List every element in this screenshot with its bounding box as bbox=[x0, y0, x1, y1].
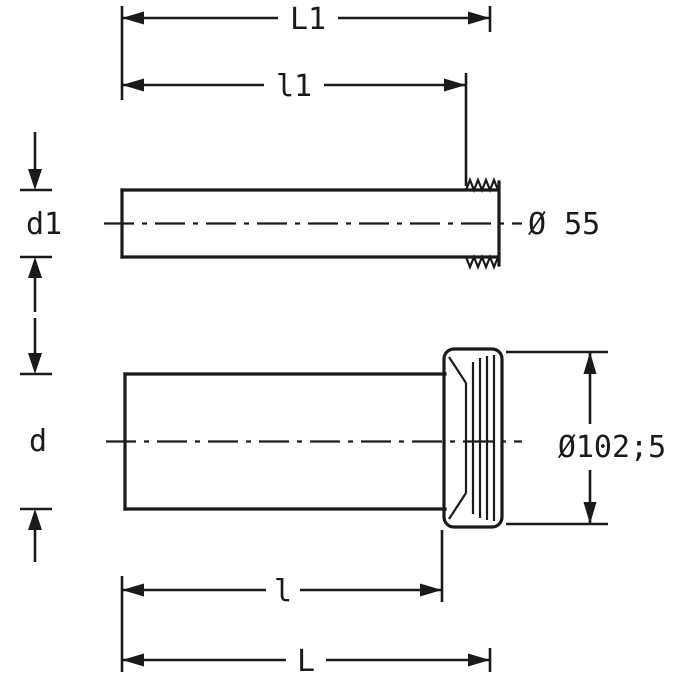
thread-teeth-bottom bbox=[464, 254, 500, 270]
arrowhead-down-icon bbox=[28, 169, 42, 190]
socket-taper-bottom bbox=[448, 492, 467, 520]
arrowhead-left-icon bbox=[122, 653, 144, 667]
thread-teeth-top bbox=[464, 177, 500, 193]
arrowhead-down-icon bbox=[583, 502, 597, 524]
arrowhead-right-icon bbox=[420, 583, 442, 597]
arrowhead-up-icon bbox=[28, 509, 42, 530]
arrowhead-left-icon bbox=[122, 78, 144, 92]
arrowhead-right-icon bbox=[468, 653, 490, 667]
arrowhead-right-icon bbox=[444, 78, 466, 92]
arrowhead-up-icon bbox=[28, 257, 42, 278]
dimension-label-l1: l1 bbox=[276, 69, 312, 104]
arrowhead-right-icon bbox=[468, 11, 490, 25]
arrowhead-left-icon bbox=[122, 11, 144, 25]
arrowhead-left-icon bbox=[122, 583, 144, 597]
socket-taper-top bbox=[448, 356, 467, 384]
dimension-label-d1: d1 bbox=[26, 207, 62, 242]
dimension-label-d: d bbox=[29, 424, 47, 459]
dimension-d: d bbox=[20, 318, 52, 562]
dimension-diameter-102-5: Ø102;5 bbox=[506, 350, 666, 526]
arrowhead-down-icon bbox=[28, 353, 42, 374]
dimension-label-l: l bbox=[274, 574, 292, 609]
top-pipe bbox=[104, 177, 522, 270]
dimension-label-diameter-102-5: Ø102;5 bbox=[558, 430, 666, 465]
dimension-label-L: L bbox=[297, 644, 315, 679]
dimension-label-L1: L1 bbox=[290, 2, 326, 37]
dimension-L: L bbox=[122, 644, 492, 679]
dimension-l1: l1 bbox=[122, 69, 468, 186]
dimension-l: l bbox=[120, 530, 444, 672]
dimension-L1: L1 bbox=[120, 2, 492, 100]
bottom-pipe bbox=[106, 347, 522, 529]
dimension-d1: d1 bbox=[20, 132, 62, 312]
dimension-label-diameter-55: Ø 55 bbox=[528, 207, 600, 242]
arrowhead-up-icon bbox=[583, 352, 597, 374]
